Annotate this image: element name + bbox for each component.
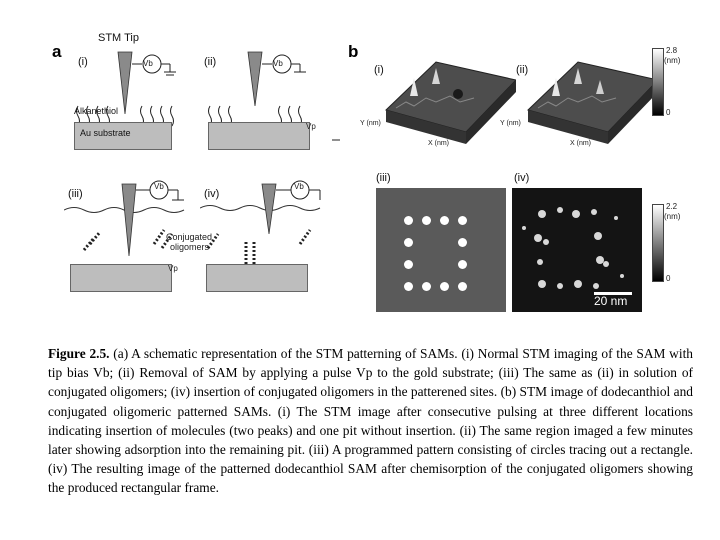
panel-b-iii-label: (iii) (376, 172, 391, 184)
pattern-dot (404, 260, 413, 269)
panel-a-iii-label: (iii) (68, 188, 83, 200)
pattern-dot (440, 282, 449, 291)
pattern-dot (404, 282, 413, 291)
oligomers-label: oligomers (170, 242, 210, 252)
conjugated-label: Conjugated (166, 232, 213, 242)
vb-label-a-iv: Vb (294, 182, 304, 191)
colorbar2-unit: (nm) (664, 212, 681, 221)
pattern-dot (440, 216, 449, 225)
pattern-dot (404, 216, 413, 225)
schematic-a-iii (64, 180, 185, 257)
panel-b-i-label: (i) (374, 64, 384, 76)
au-substrate-a-iv (206, 264, 308, 292)
stm-image-iv-texture (522, 207, 624, 289)
b-i-y-axis: Y (nm) (360, 120, 381, 127)
alkanethiol-label: Alkanethiol (74, 106, 119, 116)
panel-b-letter: b (348, 42, 359, 61)
panel-a-letter: a (52, 42, 62, 61)
colorbar-top (652, 48, 664, 116)
pattern-dot (422, 282, 431, 291)
scale-bar (594, 292, 632, 295)
figure-caption: Figure 2.5. (a) A schematic representati… (48, 344, 693, 498)
pattern-dot (458, 238, 467, 247)
pattern-dot (458, 260, 467, 269)
colorbar1-unit: (nm) (664, 56, 681, 65)
panel-b-iv-label: (iv) (514, 172, 530, 184)
vb-label-a-ii: Vb (273, 59, 283, 68)
panel-a-i-label: (i) (78, 56, 88, 68)
colorbar2-max: 2.2 (666, 202, 678, 211)
vp-label-a-iii: Vp (168, 264, 178, 273)
stm-tip-label: STM Tip (98, 32, 139, 44)
au-substrate-a-i (74, 122, 172, 150)
pattern-dot (422, 216, 431, 225)
stm-image-iv: 20 nm (512, 188, 642, 312)
vb-label-a-iii: Vb (154, 182, 164, 191)
panel-a-iv-label: (iv) (204, 188, 220, 200)
caption-title: Figure 2.5. (48, 346, 110, 361)
colorbar-bottom (652, 204, 664, 282)
b-ii-x-axis: X (nm) (570, 140, 591, 147)
au-substrate-a-ii (208, 122, 310, 150)
vp-label-a-ii: Vp (306, 122, 316, 131)
schematic-a-ii (208, 51, 340, 141)
au-substrate-a-iii (70, 264, 172, 292)
stm-3d-image-ii (527, 61, 658, 144)
colorbar1-min: 0 (666, 108, 671, 117)
b-i-x-axis: X (nm) (428, 140, 449, 147)
pattern-dot (458, 216, 467, 225)
stm-3d-image-i (385, 61, 516, 144)
colorbar2-min: 0 (666, 274, 671, 283)
caption-text: (a) A schematic representation of the ST… (48, 346, 693, 496)
vb-label-a-i: Vb (143, 59, 153, 68)
b-ii-y-axis: Y (nm) (500, 120, 521, 127)
figure: a (i) STM Tip Vb Alkanethiol Au substrat… (40, 22, 690, 322)
scale-bar-label: 20 nm (594, 294, 628, 308)
schematic-a-i (76, 51, 176, 127)
pattern-dot (458, 282, 467, 291)
au-substrate-label: Au substrate (80, 128, 131, 138)
panel-a-ii-label: (ii) (204, 56, 217, 68)
pattern-dot (404, 238, 413, 247)
colorbar1-max: 2.8 (666, 46, 678, 55)
schematic-a-iv (200, 180, 321, 264)
panel-b-ii-label: (ii) (516, 64, 529, 76)
programmed-pattern (376, 188, 506, 312)
